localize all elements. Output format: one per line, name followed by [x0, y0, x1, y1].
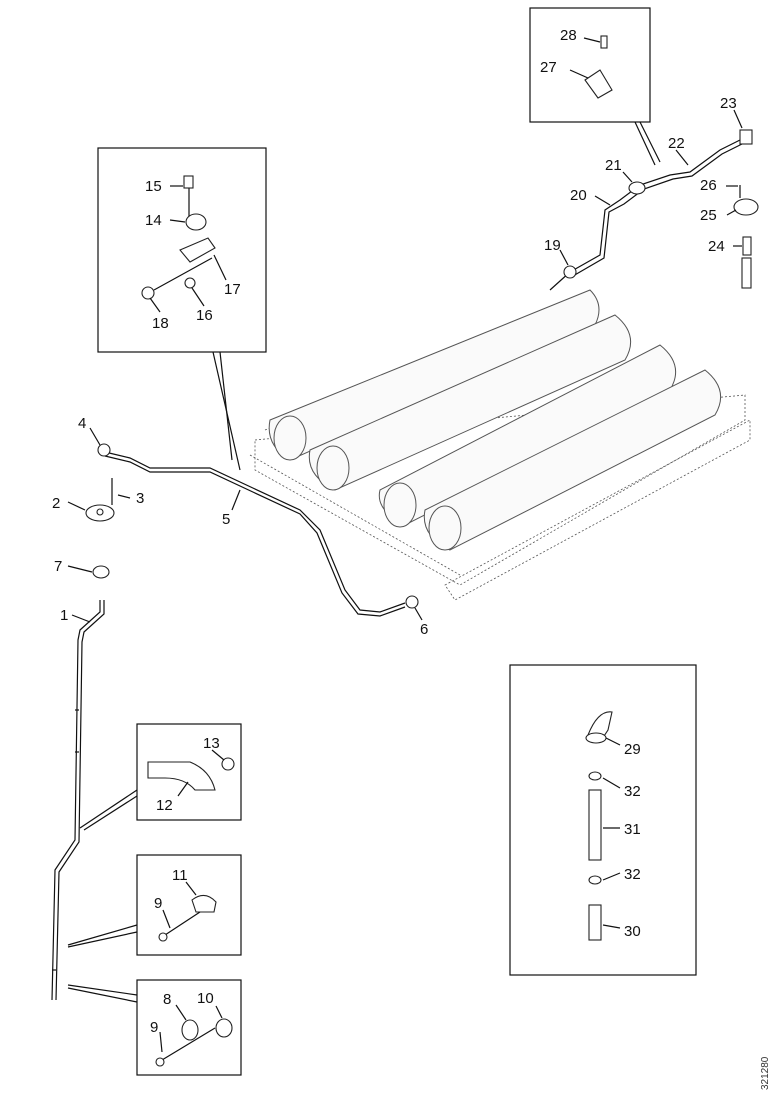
callout-32-bottom: 32 [624, 866, 641, 883]
callout-17: 17 [224, 281, 241, 298]
callout-26: 26 [700, 177, 717, 194]
callout-28: 28 [560, 27, 577, 44]
inset-mount-detail [67, 979, 242, 1076]
callout-3: 3 [136, 490, 144, 507]
callout-32-top: 32 [624, 783, 641, 800]
callout-1: 1 [60, 607, 68, 624]
callout-16: 16 [196, 307, 213, 324]
callout-labels: 4 2 3 7 1 5 6 15 14 18 16 17 19 20 21 22… [52, 27, 737, 1036]
callout-2: 2 [52, 495, 60, 512]
callout-10: 10 [197, 990, 214, 1007]
callout-13: 13 [203, 735, 220, 752]
leader-lines [67, 37, 743, 1053]
fitting-24 [742, 236, 752, 256]
callout-8: 8 [163, 991, 171, 1008]
callout-25: 25 [700, 207, 717, 224]
inset-hose-detail [509, 664, 697, 976]
fittings [52, 129, 759, 971]
gas-tank-rack [249, 289, 751, 601]
callout-31: 31 [624, 821, 641, 838]
callout-23: 23 [720, 95, 737, 112]
inset-bracket-detail [79, 723, 242, 831]
callout-21: 21 [605, 157, 622, 174]
callout-14: 14 [145, 212, 162, 229]
callout-12: 12 [156, 797, 173, 814]
callout-18: 18 [152, 315, 169, 332]
valve-23 [739, 129, 753, 145]
fitting-21 [628, 181, 646, 195]
callout-7: 7 [54, 558, 62, 575]
callout-19: 19 [544, 237, 561, 254]
callout-30: 30 [624, 923, 641, 940]
callout-24: 24 [708, 238, 725, 255]
callout-5: 5 [222, 511, 230, 528]
inset-clamp-detail [97, 147, 267, 471]
callout-22: 22 [668, 135, 685, 152]
callout-9-upper: 9 [154, 895, 162, 912]
inset-valve-detail [529, 7, 661, 166]
callout-15: 15 [145, 178, 162, 195]
callout-20: 20 [570, 187, 587, 204]
fitting-6 [405, 595, 419, 609]
callout-6: 6 [420, 621, 428, 638]
inset-clip-detail [67, 854, 242, 956]
bracket-25 [733, 198, 759, 216]
fitting-4 [97, 443, 111, 457]
document-id: 321280 [760, 1056, 771, 1090]
nut-7 [92, 565, 110, 579]
callout-9-lower: 9 [150, 1019, 158, 1036]
callout-29: 29 [624, 741, 641, 758]
callout-11: 11 [172, 867, 188, 884]
callout-27: 27 [540, 59, 557, 76]
fitting-19 [563, 265, 577, 279]
callout-4: 4 [78, 415, 86, 432]
